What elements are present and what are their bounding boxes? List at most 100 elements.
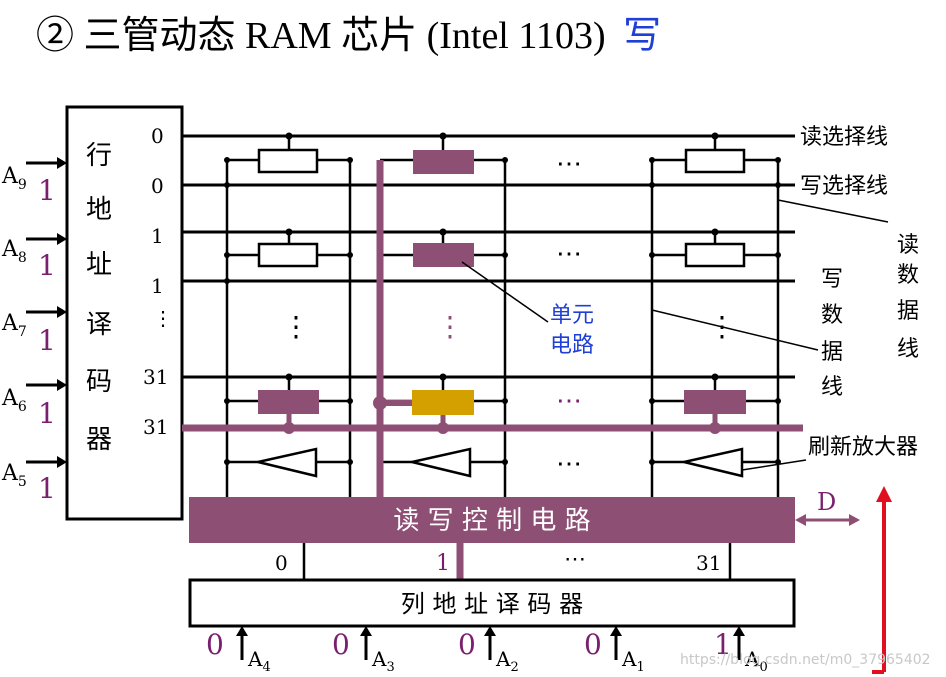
read-select-label: 读选择线 <box>800 125 888 150</box>
title-prefix: ② 三管动态 RAM 芯片 (Intel 1103) <box>36 15 606 57</box>
row-input-a9: A9 1 <box>1 157 67 207</box>
row-bit: 1 <box>38 472 56 505</box>
svg-text:写: 写 <box>821 267 843 292</box>
svg-text:单元: 单元 <box>550 303 594 328</box>
row-decoder-char: 址 <box>86 250 112 280</box>
svg-text:⋮: ⋮ <box>436 310 464 343</box>
row-bit: 1 <box>38 174 56 207</box>
row-decoder-char: 译 <box>86 310 112 340</box>
row-decoder-label: 行 地 址 译 码 器 <box>86 141 112 455</box>
row-number: 1 <box>151 274 164 298</box>
row-bit: 1 <box>38 397 56 430</box>
row-address-inputs: A9 1 A8 1 A7 1 A6 1 A5 1 <box>1 157 67 505</box>
row-numbers: 0 0 1 1 ⋮ 31 31 <box>143 124 173 439</box>
svg-text:据: 据 <box>897 299 919 324</box>
column-decoder-label: 列 地 址 译 码 器 <box>401 590 583 618</box>
svg-text:A6: A6 <box>1 386 27 415</box>
row-input-a6: A6 1 <box>1 379 67 430</box>
svg-text:电路: 电路 <box>550 333 594 358</box>
svg-text:0: 0 <box>332 628 350 661</box>
svg-text:⋯: ⋯ <box>556 239 582 269</box>
row-number: 0 <box>151 174 164 198</box>
data-pin-label: D <box>817 488 836 516</box>
row-bit: 1 <box>38 324 56 357</box>
svg-text:31: 31 <box>696 551 721 575</box>
cell-unit-label: 单元 电路 <box>550 303 594 358</box>
col-input-a4: 0 A4 <box>206 626 271 675</box>
selected-memory-cell <box>412 390 474 415</box>
data-pin: D <box>795 488 860 526</box>
col-input-a3: 0 A3 <box>332 626 395 675</box>
memory-cell <box>684 242 746 268</box>
svg-text:线: 线 <box>821 375 843 400</box>
column-decoder-box <box>188 578 796 628</box>
col-input-a0: 1 A0 <box>714 626 768 675</box>
write-select-label: 写选择线 <box>800 174 888 199</box>
col-input-a1: 0 A1 <box>584 626 645 675</box>
row-input-a8: A8 1 <box>1 233 67 282</box>
horizontal-ellipsis: ⋯ ⋯ ⋯ ⋯ <box>556 149 582 479</box>
write-data-label: 写 数 据 线 <box>821 267 843 400</box>
vertical-ellipsis: ⋮ ⋮ ⋮ <box>282 310 736 343</box>
svg-text:线: 线 <box>897 337 919 362</box>
row-input-a5: A5 1 <box>1 456 67 505</box>
memory-cell <box>684 390 746 414</box>
svg-text:A1: A1 <box>621 647 645 675</box>
row-number: ⋮ <box>153 306 173 330</box>
svg-text:1: 1 <box>714 628 732 661</box>
junction-dots <box>224 132 781 465</box>
svg-text:⋯: ⋯ <box>556 386 582 416</box>
svg-text:A5: A5 <box>1 461 27 490</box>
row-decoder-char: 地 <box>86 195 112 225</box>
column-address-inputs: 0 A4 0 A3 0 A2 0 A1 1 A0 <box>206 626 768 675</box>
row-number: 31 <box>143 415 168 439</box>
memory-cell <box>413 150 474 174</box>
row-number: 0 <box>151 124 164 148</box>
svg-text:数: 数 <box>821 303 843 328</box>
title-text: ② 三管动态 RAM 芯片 (Intel 1103) 写 <box>36 15 661 57</box>
read-write-control-label: 读 写 控 制 电 路 <box>393 506 590 536</box>
svg-text:A7: A7 <box>1 311 27 340</box>
row-number: 31 <box>143 365 168 389</box>
memory-cell <box>258 390 319 414</box>
svg-text:0: 0 <box>584 628 602 661</box>
red-arrow <box>872 486 892 674</box>
col-input-a2: 0 A2 <box>458 626 519 675</box>
svg-text:据: 据 <box>821 340 843 365</box>
row-decoder-box <box>65 105 184 521</box>
svg-text:读: 读 <box>897 233 919 258</box>
read-data-label: 读 数 据 线 <box>897 233 919 362</box>
svg-text:数: 数 <box>897 263 919 288</box>
svg-text:⋯: ⋯ <box>556 449 582 479</box>
row-decoder-char: 行 <box>86 141 112 171</box>
row-bit: 1 <box>38 249 56 282</box>
row-input-a7: A7 1 <box>1 306 67 357</box>
svg-text:⋯: ⋯ <box>564 547 586 572</box>
read-write-control-bar <box>189 497 795 543</box>
svg-text:0: 0 <box>206 628 224 661</box>
svg-text:A2: A2 <box>495 647 519 675</box>
refresh-amplifier <box>257 447 744 478</box>
svg-text:0: 0 <box>458 628 476 661</box>
svg-text:A9: A9 <box>1 164 27 193</box>
watermark: https://blog.csdn.net/m0_37965402 <box>680 652 931 668</box>
memory-cell <box>684 148 746 174</box>
select-lines <box>182 134 795 379</box>
svg-text:A8: A8 <box>1 237 27 266</box>
column-decoder-outputs: 0 1 ⋯ 31 <box>275 543 732 580</box>
svg-text:1: 1 <box>436 551 450 576</box>
svg-text:A0: A0 <box>744 647 768 675</box>
svg-text:⋯: ⋯ <box>556 149 582 179</box>
row-decoder-char: 码 <box>86 367 112 397</box>
annotations: 读选择线 写选择线 读 数 据 线 写 数 据 线 单元 电路 刷新放大器 <box>461 125 919 471</box>
refresh-amp-label: 刷新放大器 <box>808 435 918 460</box>
svg-text:A4: A4 <box>247 647 271 675</box>
memory-cell <box>257 242 319 268</box>
row-decoder-char: 器 <box>86 425 112 455</box>
title-highlight: 写 <box>623 15 661 57</box>
svg-text:0: 0 <box>275 551 288 575</box>
svg-text:A3: A3 <box>371 647 395 675</box>
svg-text:⋮: ⋮ <box>282 310 310 343</box>
memory-cell <box>257 148 319 174</box>
